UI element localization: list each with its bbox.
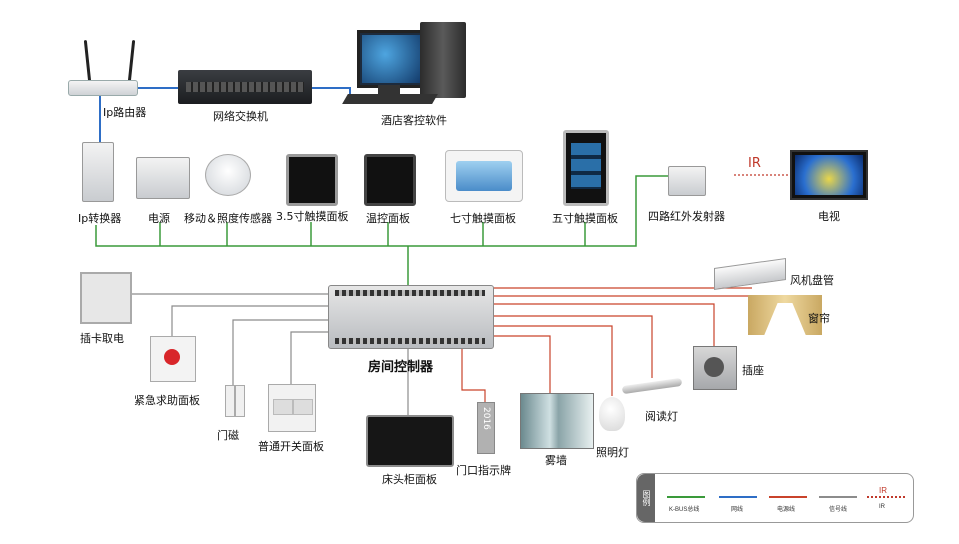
tv-device bbox=[790, 150, 868, 200]
legend-line-kbus bbox=[667, 496, 705, 498]
sensor-label: 移动＆照度传感器 bbox=[184, 212, 272, 225]
lighting-label: 照明灯 bbox=[596, 446, 629, 459]
power-line bbox=[492, 325, 613, 396]
power-line bbox=[492, 295, 785, 300]
card-switch-device bbox=[80, 272, 132, 324]
door-sign-number: 2016 bbox=[481, 407, 491, 430]
ip-converter-label: Ip转换器 bbox=[78, 212, 122, 225]
room-controller-device bbox=[328, 285, 494, 349]
socket-label: 插座 bbox=[742, 364, 764, 377]
legend-label-network: 网线 bbox=[731, 507, 744, 513]
controller-label: 房间控制器 bbox=[368, 360, 434, 375]
signal-line bbox=[290, 331, 328, 384]
legend-title: 图例 bbox=[637, 474, 655, 522]
power-line bbox=[492, 315, 653, 378]
router-label: Ip路由器 bbox=[103, 106, 147, 119]
legend-line-network bbox=[719, 496, 757, 498]
thermostat-panel bbox=[364, 154, 416, 206]
fan-coil-label: 风机盘管 bbox=[790, 274, 834, 287]
touch-panel-5 bbox=[563, 130, 609, 206]
network-switch bbox=[178, 70, 312, 104]
signal-line bbox=[171, 305, 328, 336]
touch7-label: 七寸触摸面板 bbox=[450, 212, 516, 225]
power-line bbox=[461, 347, 486, 402]
thermo-label: 温控面板 bbox=[366, 212, 410, 225]
legend-line-power bbox=[769, 496, 807, 498]
card-switch-label: 插卡取电 bbox=[80, 332, 124, 345]
touch-panel-7 bbox=[445, 150, 523, 202]
power-label: 电源 bbox=[148, 212, 170, 225]
reading-lamp-label: 阅读灯 bbox=[645, 410, 678, 423]
power-line bbox=[492, 335, 551, 393]
door-sensor-device bbox=[225, 385, 235, 417]
door-sign-label: 门口指示牌 bbox=[456, 464, 511, 477]
kbus-bus bbox=[95, 175, 668, 247]
touch5-label: 五寸触摸面板 bbox=[552, 212, 618, 225]
tv-label: 电视 bbox=[818, 210, 840, 223]
bulb-device bbox=[599, 397, 625, 431]
touch35-label: 3.5寸触摸面板 bbox=[276, 210, 349, 223]
ir-emitter-device bbox=[668, 166, 706, 196]
ip-converter-module bbox=[82, 142, 114, 202]
legend-ir-mark: IR bbox=[879, 486, 887, 495]
fog-label: 雾墙 bbox=[545, 454, 567, 467]
legend: 图例 K-BUS总线 网线 电源线 信号线 IR IR bbox=[636, 473, 914, 523]
legend-line-signal bbox=[819, 496, 857, 498]
ir-label: IR bbox=[748, 156, 761, 171]
legend-label-kbus: K-BUS总线 bbox=[669, 507, 700, 513]
legend-label-power: 电源线 bbox=[777, 507, 796, 513]
sensor-device bbox=[205, 154, 251, 196]
socket-device bbox=[693, 346, 737, 390]
legend-line-ir bbox=[867, 496, 905, 498]
normal-switch-label: 普通开关面板 bbox=[258, 440, 324, 453]
door-sensor-label: 门磁 bbox=[217, 429, 239, 442]
door-sign-device: 2016 bbox=[477, 402, 495, 454]
software-label: 酒店客控软件 bbox=[381, 114, 447, 127]
legend-label-signal: 信号线 bbox=[829, 507, 848, 513]
ir-emitter-label: 四路红外发射器 bbox=[648, 210, 725, 223]
switch-label: 网络交换机 bbox=[213, 110, 268, 123]
door-sensor-magnet bbox=[235, 385, 245, 417]
fog-glass-device bbox=[520, 393, 594, 449]
sos-label: 紧急求助面板 bbox=[134, 394, 200, 407]
bedside-panel-device bbox=[366, 415, 454, 467]
power-module bbox=[136, 157, 190, 199]
curtain-label: 窗帘 bbox=[808, 312, 830, 325]
bedside-label: 床头柜面板 bbox=[382, 473, 437, 486]
legend-label-ir: IR bbox=[879, 504, 885, 510]
normal-switch-device bbox=[268, 384, 316, 432]
signal-line bbox=[232, 319, 328, 385]
power-line bbox=[492, 303, 715, 346]
sos-panel-device bbox=[150, 336, 196, 382]
touch-panel-3-5 bbox=[286, 154, 338, 206]
